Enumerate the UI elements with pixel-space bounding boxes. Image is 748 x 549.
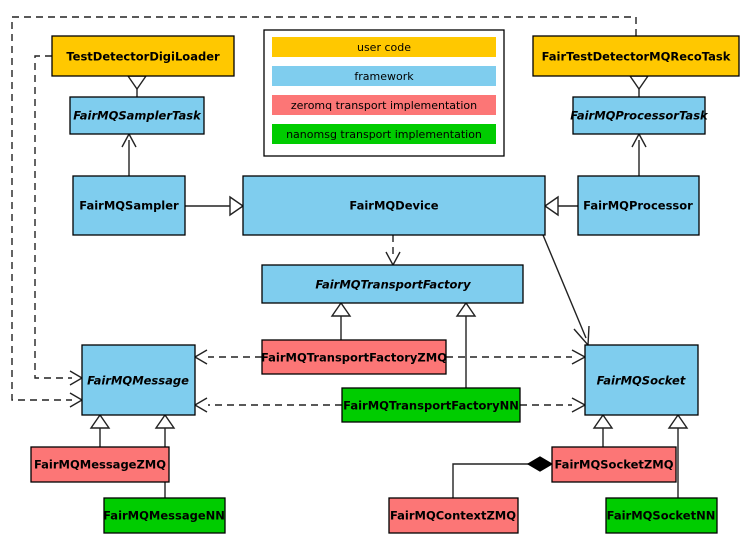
legend-swatch-framework: [272, 66, 496, 86]
color-legend: user code framework zeromq transport imp…: [263, 29, 505, 157]
node-fairmqsocketzmq[interactable]: FairMQSocketZMQ: [551, 446, 677, 483]
node-fairmqtransportfactoryzmq[interactable]: FairMQTransportFactoryZMQ: [261, 339, 447, 375]
arrowhead-processortask-to-recotask: [628, 75, 650, 91]
arrowhead-tfzmq-to-transportfactory: [330, 301, 352, 317]
node-label: FairMQContextZMQ: [390, 509, 516, 523]
node-label: FairMQMessageZMQ: [34, 458, 166, 472]
node-label: TestDetectorDigiLoader: [66, 50, 220, 64]
arrowhead-samplertask-to-digiloader: [126, 75, 148, 91]
arrowhead-socketnn-to-socket: [667, 413, 689, 429]
node-label: FairMQTransportFactory: [315, 278, 471, 292]
arrowhead-tfzmq-to-message: [193, 349, 208, 365]
node-layer: TestDetectorDigiLoader FairMQSamplerTask…: [30, 35, 740, 534]
arrowhead-socketzmq-to-socket: [592, 413, 614, 429]
edge-socketzmq-to-contextzmq: [452, 463, 536, 498]
node-label: FairMQMessageNN: [103, 509, 225, 523]
node-fairtestdetectormqrecotask[interactable]: FairTestDetectorMQRecoTask: [532, 35, 740, 77]
node-label: FairMQSamplerTask: [73, 109, 202, 123]
node-label: FairTestDetectorMQRecoTask: [542, 50, 731, 64]
node-fairmqprocessor[interactable]: FairMQProcessor: [577, 175, 700, 236]
legend-item-zeromq: zeromq transport implementation: [272, 95, 496, 115]
legend-label: nanomsg transport implementation: [286, 128, 482, 141]
node-label: FairMQTransportFactoryZMQ: [261, 351, 447, 365]
node-fairmqcontextzmq[interactable]: FairMQContextZMQ: [388, 497, 519, 534]
node-fairmqmessage[interactable]: FairMQMessage: [81, 344, 196, 416]
legend-item-framework: framework: [272, 66, 496, 86]
node-fairmqtransportfactorynn[interactable]: FairMQTransportFactoryNN: [341, 387, 521, 423]
legend-swatch-nanomsg: [272, 124, 496, 144]
node-fairmqdevice[interactable]: FairMQDevice: [242, 175, 546, 236]
legend-item-user-code: user code: [272, 37, 496, 57]
legend-label: user code: [357, 41, 411, 54]
node-fairmqmessagezmq[interactable]: FairMQMessageZMQ: [30, 446, 170, 483]
legend-label: zeromq transport implementation: [291, 99, 477, 112]
arrowhead-diamond-socketzmq: [526, 456, 554, 472]
node-label: FairMQSampler: [79, 199, 179, 213]
node-fairmqmessagenn[interactable]: FairMQMessageNN: [103, 497, 226, 534]
edge-device-to-socket: [542, 234, 587, 339]
arrowhead-messagenn-to-message: [154, 413, 176, 429]
node-label: FairMQSocket: [597, 374, 686, 388]
arrowhead-messagezmq-to-message: [89, 413, 111, 429]
legend-swatch-user-code: [272, 37, 496, 57]
node-fairmqprocessortask[interactable]: FairMQProcessorTask: [570, 96, 709, 135]
node-fairmqsocket[interactable]: FairMQSocket: [584, 344, 699, 416]
edge-recotask-to-message: [11, 16, 637, 401]
legend-item-nanomsg: nanomsg transport implementation: [272, 124, 496, 144]
node-label: FairMQDevice: [349, 199, 438, 213]
node-label: FairMQProcessor: [583, 199, 693, 213]
node-testdetectordigiloader[interactable]: TestDetectorDigiLoader: [51, 35, 235, 77]
node-label: FairMQMessage: [87, 374, 189, 388]
node-fairmqsampler[interactable]: FairMQSampler: [72, 175, 186, 236]
arrowhead-processor-to-device: [543, 195, 559, 217]
arrowhead-tfzmq-to-socket: [571, 349, 587, 365]
arrowhead-tfnn-to-message: [193, 397, 208, 413]
node-label: FairMQSocketNN: [607, 509, 716, 523]
node-label: FairMQSocketZMQ: [555, 458, 674, 472]
arrowhead-tfnn-to-socket: [571, 397, 587, 413]
node-fairmqtransportfactory[interactable]: FairMQTransportFactory: [261, 264, 524, 304]
node-label: FairMQTransportFactoryNN: [343, 399, 519, 413]
legend-label: framework: [354, 70, 414, 83]
node-fairmqsamplertask[interactable]: FairMQSamplerTask: [69, 96, 205, 135]
arrowhead-tfnn-to-transportfactory: [455, 301, 477, 317]
node-label: FairMQProcessorTask: [570, 109, 709, 123]
arrowhead-sampler-to-device: [229, 195, 245, 217]
edge-digiloader-to-message: [34, 55, 72, 379]
legend-swatch-zeromq: [272, 95, 496, 115]
node-fairmqsocketnn[interactable]: FairMQSocketNN: [605, 497, 718, 534]
